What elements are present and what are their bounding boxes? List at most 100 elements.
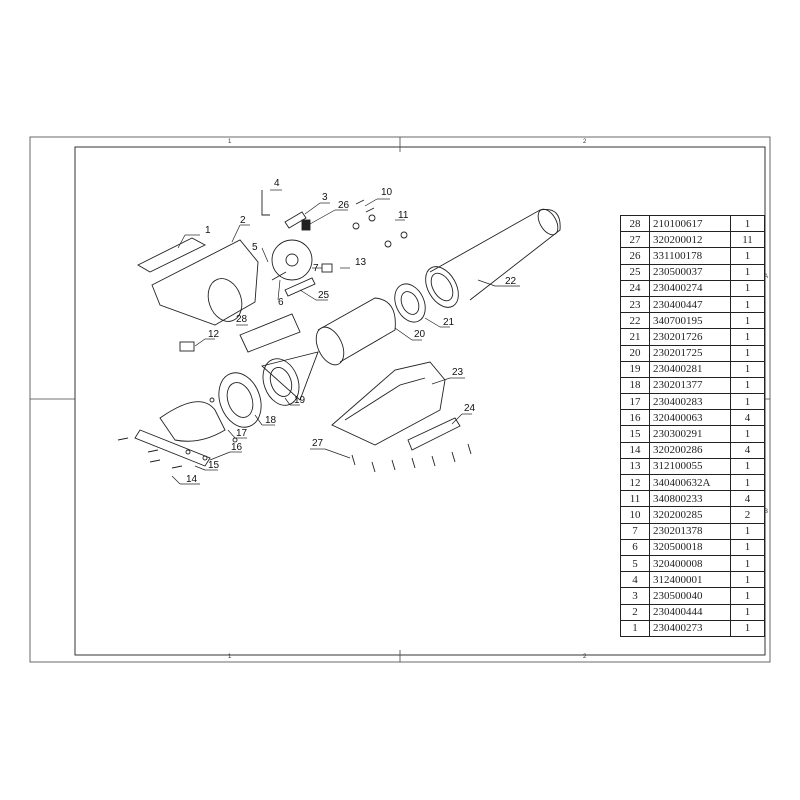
part-motor-housing [218,372,262,428]
bom-quantity: 11 [730,231,765,249]
bom-item-number: 15 [620,425,650,443]
bom-quantity: 1 [730,522,765,540]
part-screw [147,449,159,453]
part-screw [391,459,396,471]
bom-part-code: 312400001 [649,571,731,589]
bom-item-number: 11 [620,490,650,508]
part-screw [411,457,416,469]
bom-part-code: 320200012 [649,231,731,249]
bom-quantity: 1 [730,571,765,589]
bom-quantity: 1 [730,554,765,573]
part-washer [368,214,376,222]
callout-label: 2 [240,215,246,226]
part-rail [134,429,211,467]
part-strip [284,277,316,297]
bom-quantity: 1 [730,393,765,411]
bom-quantity: 1 [730,328,765,346]
bom-item-number: 10 [620,506,650,524]
part-grille-ring [394,283,426,323]
callout-label: 18 [265,415,277,426]
part-pin-small [202,455,208,461]
callout-label: 12 [208,329,220,340]
callout-labels: 1 2 3 4 5 6 7 10 11 12 13 14 15 16 17 18… [186,178,517,485]
callout-label: 25 [318,290,330,301]
bom-part-code: 320400008 [649,554,731,573]
zone-label-right: B [764,509,769,515]
part-screw [365,207,375,213]
bom-quantity: 1 [730,295,765,314]
bom-item-number: 16 [620,409,650,427]
part-screw [149,459,161,463]
callout-label: 15 [208,460,220,471]
bom-quantity: 1 [730,457,765,476]
bom-quantity: 1 [730,360,765,378]
bom-part-code: 230201377 [649,376,731,395]
bom-part-code: 320400063 [649,409,731,427]
callout-label: 24 [464,403,476,414]
bom-part-code: 230201726 [649,328,731,346]
bom-part-code: 210100617 [649,214,731,233]
bom-item-number: 27 [620,231,650,249]
inner-frame [74,146,766,656]
zone-label-top: 2 [583,139,587,145]
part-washer [400,231,408,239]
bom-item-number: 26 [620,247,650,265]
part-fan-wheel [271,239,313,281]
callout-label: 20 [414,329,426,340]
bom-quantity: 1 [730,619,765,637]
callout-label: 4 [274,178,280,189]
bom-quantity: 1 [730,247,765,265]
part-screw [467,443,472,455]
zone-label-right: A [764,274,769,280]
part-screw [117,437,129,441]
part-screw [351,454,356,466]
callout-label: 6 [278,297,284,308]
bom-item-number: 21 [620,328,650,346]
bom-quantity: 1 [730,312,765,330]
callout-label: 11 [398,210,409,221]
bom-item-number: 17 [620,393,650,411]
part-wire-clip [261,190,270,216]
part-screw [371,461,376,473]
callout-label: 28 [236,314,248,325]
callout-label: 5 [252,242,258,253]
bom-quantity: 1 [730,376,765,395]
bom-item-number: 20 [620,344,650,362]
bom-item-number: 2 [620,603,650,621]
callout-label: 1 [205,225,211,236]
bom-part-code: 230400274 [649,279,731,297]
part-pin [271,271,287,281]
part-switch [179,341,195,352]
bom-quantity: 4 [730,409,765,427]
callout-label: 22 [505,276,517,287]
bom-quantity: 1 [730,603,765,621]
bom-item-number: 6 [620,538,650,556]
bom-quantity: 1 [730,473,765,492]
bom-item-number: 19 [620,360,650,378]
callout-label: 26 [338,200,350,211]
bom-item-number: 23 [620,295,650,314]
bom-quantity: 4 [730,490,765,508]
bom-item-number: 24 [620,279,650,297]
zone-label-bottom: 1 [228,654,232,660]
part-nozzle-tube [425,208,561,308]
bom-quantity: 1 [730,538,765,556]
part-washer [352,222,360,230]
zone-label-bottom: 2 [583,654,587,660]
bom-item-number: 13 [620,457,650,476]
